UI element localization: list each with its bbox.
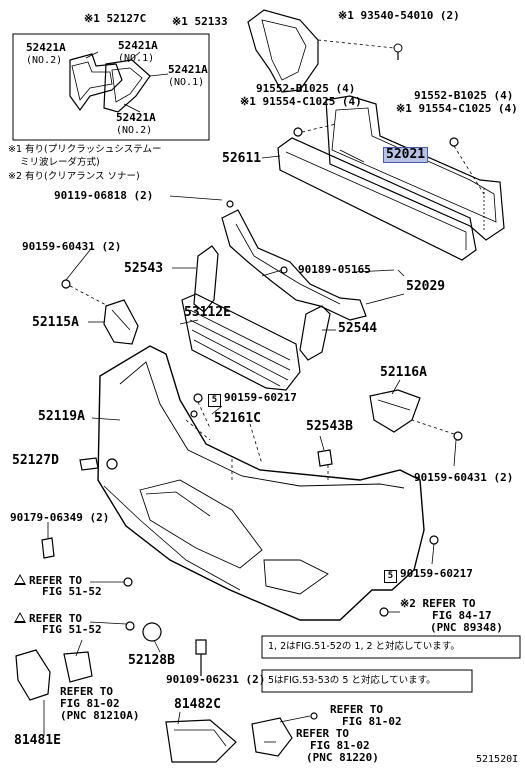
legend-pentagon-note: 5はFIG.53-53の 5 と対応しています。 — [268, 675, 436, 686]
label-90189: 90189-05165 — [298, 263, 371, 276]
bumper-reinforcement — [325, 95, 505, 241]
label-90159-right: 90159-60431 (2) — [414, 471, 514, 484]
refer-fig-51-52-a-fig[interactable]: FIG 51-52 — [42, 585, 102, 598]
label-91554-right: ※1 91554-C1025 (4) — [396, 102, 518, 115]
refer-fig-81-02-b-fig[interactable]: FIG 81-02 — [342, 715, 402, 728]
label-52128b: 52128B — [128, 653, 175, 668]
triangle-mark-1 — [14, 612, 26, 623]
label-52421a-tl-no: (NO.2) — [26, 55, 63, 66]
label-91552-right: 91552-B1025 (4) — [414, 89, 514, 102]
inset-guard-no1 — [103, 59, 151, 113]
label-52115a: 52115A — [32, 315, 79, 330]
refer-fig-81-02-c[interactable]: REFER TO — [296, 727, 349, 740]
label-91552-left: 91552-B1025 (4) — [256, 82, 356, 95]
label-81482c: 81482C — [174, 697, 221, 712]
grille — [181, 293, 301, 391]
refer-fig-81-02-c-fig[interactable]: FIG 81-02 — [310, 739, 370, 752]
label-52611: 52611 — [222, 151, 262, 166]
refer-fig-84-17-pnc: (PNC 89348) — [430, 621, 503, 634]
legend-triangle-note: 1, 2はFIG.51-52の 1, 2 と対応しています。 — [268, 641, 460, 652]
fog-lamp-left — [63, 651, 93, 683]
label-90159-left: 90159-60431 (2) — [22, 240, 122, 253]
label-52543: 52543 — [124, 261, 164, 276]
bumper-cover — [97, 345, 425, 621]
refer-fig-51-52-a[interactable]: REFER TO — [14, 574, 82, 587]
refer-fig-51-52-b[interactable]: REFER TO — [14, 612, 82, 625]
label-81481e: 81481E — [14, 733, 61, 748]
label-52543b: 52543B — [306, 419, 353, 434]
label-91554-left: ※1 91554-C1025 (4) — [240, 95, 362, 108]
label-90109: 90109-06231 (2) — [166, 673, 266, 686]
label-52127c: ※1 52127C — [84, 12, 147, 25]
cap-52128b — [142, 622, 162, 642]
label-52127d: 52127D — [12, 453, 59, 468]
side-support-right — [369, 389, 421, 433]
hole-cover-52127d — [79, 457, 99, 471]
refer-fig-81-02-a[interactable]: REFER TO — [60, 685, 113, 698]
pent-mark-5: 5 — [208, 394, 221, 407]
label-52544: 52544 — [338, 321, 378, 336]
label-52421a-b: 52421A — [116, 111, 156, 124]
refer-fig-81-02-b[interactable]: REFER TO — [330, 703, 383, 716]
label-53112e: 53112E — [184, 305, 231, 320]
label-52421a-tl: 52421A — [26, 41, 66, 54]
radar-bracket — [247, 9, 319, 93]
label-52119a: 52119A — [38, 409, 85, 424]
label-90179: 90179-06349 (2) — [10, 511, 110, 524]
bracket-52543 — [193, 245, 219, 313]
triangle-mark-2 — [14, 574, 26, 585]
fog-bezel-81482c — [165, 719, 237, 763]
clip-90179 — [41, 537, 55, 559]
label-52421a-mr-no: (NO.1) — [168, 77, 205, 88]
label-52421a-b-no: (NO.2) — [116, 125, 153, 136]
side-support-left — [103, 299, 139, 345]
note-1a: ※1 有り(プリクラッシュシステムー — [8, 144, 162, 155]
label-52421a-mr: 52421A — [168, 63, 208, 76]
note-2: ※2 有り(クリアランス ソナー) — [8, 171, 140, 182]
refer-fig-81-02-a-pnc: (PNC 81210A) — [60, 709, 140, 722]
label-90119: 90119-06818 (2) — [54, 189, 154, 202]
label-52161c: 52161C — [214, 411, 261, 426]
inset-guard-no2 — [69, 53, 123, 112]
energy-absorber — [277, 137, 477, 261]
label-52021: 52021 — [382, 147, 429, 163]
label-52421a-tr-no: (NO.1) — [118, 53, 155, 64]
bracket-52544 — [299, 305, 331, 361]
refer-fig-81-02-a-fig[interactable]: FIG 81-02 — [60, 697, 120, 710]
note-1b: ミリ波レーダ方式) — [20, 157, 100, 168]
label-52116a: 52116A — [380, 365, 427, 380]
figure-code: 521520I — [476, 754, 519, 765]
label-52133: ※1 52133 — [172, 15, 228, 28]
refer-fig-84-17[interactable]: ※2 REFER TO — [400, 597, 476, 610]
refer-fig-81-02-c-pnc: (PNC 81220) — [306, 751, 379, 764]
label-52421a-tr: 52421A — [118, 39, 158, 52]
inset-box — [12, 33, 210, 141]
fog-bezel-81481e — [15, 649, 51, 701]
bumper-bracket — [221, 209, 367, 321]
refer-fig-84-17-fig[interactable]: FIG 84-17 — [432, 609, 492, 622]
clip-52543b — [317, 449, 333, 467]
label-52029: 52029 — [406, 279, 446, 294]
label-93540: ※1 93540-54010 (2) — [338, 9, 460, 22]
fog-lamp-right — [251, 717, 293, 757]
refer-fig-51-52-b-fig[interactable]: FIG 51-52 — [42, 623, 102, 636]
